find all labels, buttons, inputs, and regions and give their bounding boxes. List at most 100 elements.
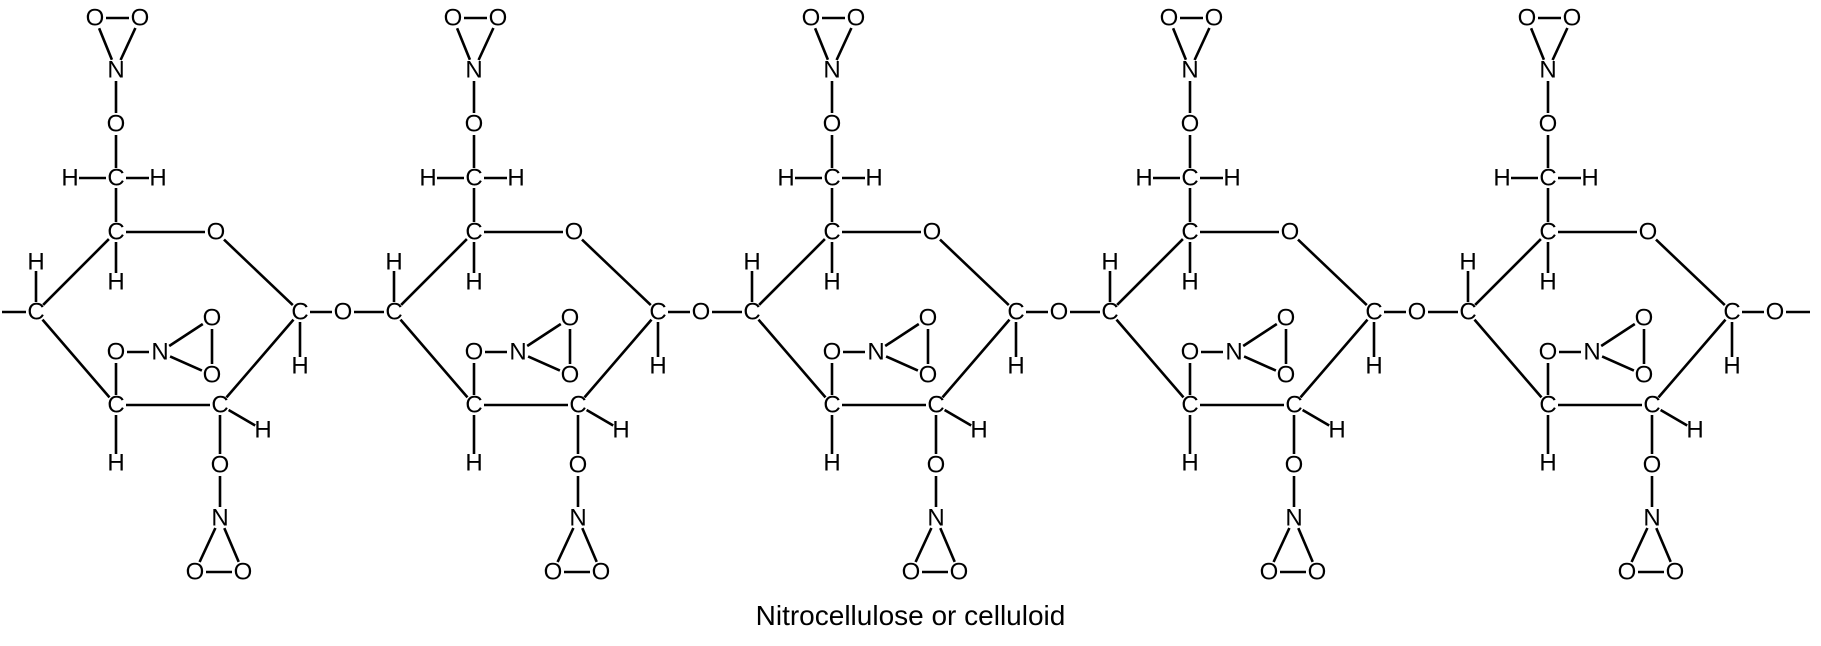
bond-n2-o3b-u4 — [1243, 355, 1277, 372]
atom-nitrogen-n1-u1: N — [107, 57, 124, 84]
atom-carbon-c5-u4: C — [1181, 219, 1198, 246]
atom-oxygen-o4b-u1: O — [234, 559, 253, 586]
atom-oxygen-o3-u2: O — [465, 339, 484, 366]
atom-oxygen-o2b-u1: O — [211, 452, 230, 479]
atom-carbon-c5-u1: C — [107, 219, 124, 246]
atom-oxygen-o4a-u3: O — [902, 559, 921, 586]
atom-carbon-c6-u1: C — [107, 165, 124, 192]
atom-oxygen-o3-u4: O — [1181, 339, 1200, 366]
bond-o1a-n1-u2 — [455, 27, 472, 61]
bond-c4-c3-u2 — [399, 318, 469, 399]
bond-o5-c1-u3 — [939, 238, 1010, 307]
bond-c5-c4-u5 — [1474, 238, 1542, 306]
atom-oxygen-o3b-u4: O — [1277, 362, 1296, 389]
bond-o1b-n1-u2 — [477, 27, 495, 61]
atom-hydrogen-h4-u3: H — [743, 249, 760, 276]
bond-c2-h2-u4 — [1301, 408, 1330, 427]
bond-o5-c1-u5 — [1655, 238, 1726, 307]
bond-n3-o4b-u2 — [581, 527, 598, 563]
atom-hydrogen-h2-u3: H — [970, 417, 987, 444]
bond-o1b-n1-u4 — [1193, 27, 1211, 61]
bond-o1b-n1-u1 — [119, 27, 137, 61]
bond-o5-c1-u4 — [1297, 238, 1368, 307]
atom-nitrogen-n3-u1: N — [211, 505, 228, 532]
atom-nitrogen-n3-u5: N — [1643, 505, 1660, 532]
atom-oxygen-o5-u3: O — [923, 219, 942, 246]
atom-hydrogen-h4-u2: H — [385, 249, 402, 276]
atom-carbon-c3-u5: C — [1539, 392, 1556, 419]
atom-oxygen-o1a-u5: O — [1518, 5, 1537, 32]
atom-carbon-c3-u3: C — [823, 392, 840, 419]
atom-carbon-c6-u5: C — [1539, 165, 1556, 192]
atom-hydrogen-h1-u5: H — [1723, 353, 1740, 380]
atom-hydrogen-h1-u1: H — [291, 353, 308, 380]
bond-c1-c2-u2 — [583, 318, 653, 399]
atom-hydrogen-h4-u1: H — [27, 249, 44, 276]
bond-n2-o3a-u4 — [1242, 322, 1278, 348]
atom-oxygen-o4-u3: O — [1050, 299, 1069, 326]
bond-o1a-n1-u4 — [1171, 27, 1188, 61]
bond-c4-c3-u5 — [1473, 318, 1543, 399]
bond-n2-o3a-u1 — [168, 322, 204, 348]
atom-hydrogen-h2-u5: H — [1686, 417, 1703, 444]
atom-hydrogen-h5-u4: H — [1181, 269, 1198, 296]
atom-hydrogen-h6a-u4: H — [1135, 165, 1152, 192]
atom-oxygen-o4b-u3: O — [950, 559, 969, 586]
atom-carbon-c2-u4: C — [1285, 392, 1302, 419]
atom-oxygen-o1b-u4: O — [1205, 5, 1224, 32]
atom-hydrogen-h2-u4: H — [1328, 417, 1345, 444]
atom-hydrogen-h6a-u2: H — [419, 165, 436, 192]
atom-nitrogen-n1-u3: N — [823, 57, 840, 84]
atom-oxygen-o2b-u4: O — [1285, 452, 1304, 479]
atom-nitrogen-n3-u3: N — [927, 505, 944, 532]
atom-hydrogen-h6a-u5: H — [1493, 165, 1510, 192]
atom-oxygen-o2b-u5: O — [1643, 452, 1662, 479]
atom-oxygen-o2-u2: O — [465, 111, 484, 138]
atom-oxygen-o2-u3: O — [823, 111, 842, 138]
diagram-caption: Nitrocellulose or celluloid — [755, 600, 1066, 631]
atom-hydrogen-h5-u1: H — [107, 269, 124, 296]
bond-n3-o4a-u5 — [1630, 527, 1649, 563]
atom-oxygen-o5-u5: O — [1639, 219, 1658, 246]
bond-c4-c3-u1 — [41, 318, 111, 399]
atom-oxygen-o5-u4: O — [1281, 219, 1300, 246]
atom-hydrogen-h1-u3: H — [1007, 353, 1024, 380]
atom-hydrogen-h4-u4: H — [1101, 249, 1118, 276]
bond-c2-h2-u5 — [1659, 408, 1688, 427]
bond-c5-c4-u4 — [1116, 238, 1184, 306]
atom-carbon-c6-u2: C — [465, 165, 482, 192]
bond-c4-c3-u3 — [757, 318, 827, 399]
atom-nitrogen-n1-u5: N — [1539, 57, 1556, 84]
atom-carbon-c6-u3: C — [823, 165, 840, 192]
bond-c4-c3-u4 — [1115, 318, 1185, 399]
bond-c1-c2-u5 — [1657, 318, 1727, 399]
bond-n3-o4a-u2 — [556, 527, 575, 563]
atom-oxygen-o4a-u5: O — [1618, 559, 1637, 586]
bond-c2-h2-u1 — [227, 408, 256, 427]
atom-nitrogen-n2-u5: N — [1583, 339, 1600, 366]
atom-oxygen-o2-u5: O — [1539, 111, 1558, 138]
atom-hydrogen-h6a-u1: H — [61, 165, 78, 192]
bond-n3-o4a-u3 — [914, 527, 933, 563]
atom-oxygen-o3b-u5: O — [1635, 362, 1654, 389]
bond-c5-c4-u1 — [42, 238, 110, 306]
atom-carbon-c4-u2: C — [385, 299, 402, 326]
atom-hydrogen-h6b-u4: H — [1223, 165, 1240, 192]
bond-n2-o3a-u2 — [526, 322, 562, 348]
atom-oxygen-o4b-u4: O — [1308, 559, 1327, 586]
atom-oxygen-o4a-u1: O — [186, 559, 205, 586]
atom-carbon-c2-u1: C — [211, 392, 228, 419]
atom-hydrogen-h4-u5: H — [1459, 249, 1476, 276]
atom-oxygen-o3-u3: O — [823, 339, 842, 366]
atom-oxygen-o3b-u3: O — [919, 362, 938, 389]
atom-hydrogen-h2-u1: H — [254, 417, 271, 444]
atom-carbon-c3-u2: C — [465, 392, 482, 419]
atom-hydrogen-h1-u2: H — [649, 353, 666, 380]
atom-carbon-c6-u4: C — [1181, 165, 1198, 192]
bond-n3-o4b-u5 — [1655, 527, 1672, 563]
atom-oxygen-o3a-u2: O — [561, 305, 580, 332]
atom-hydrogen-h5-u5: H — [1539, 269, 1556, 296]
bond-n2-o3a-u3 — [884, 322, 920, 348]
atom-oxygen-o3a-u5: O — [1635, 305, 1654, 332]
